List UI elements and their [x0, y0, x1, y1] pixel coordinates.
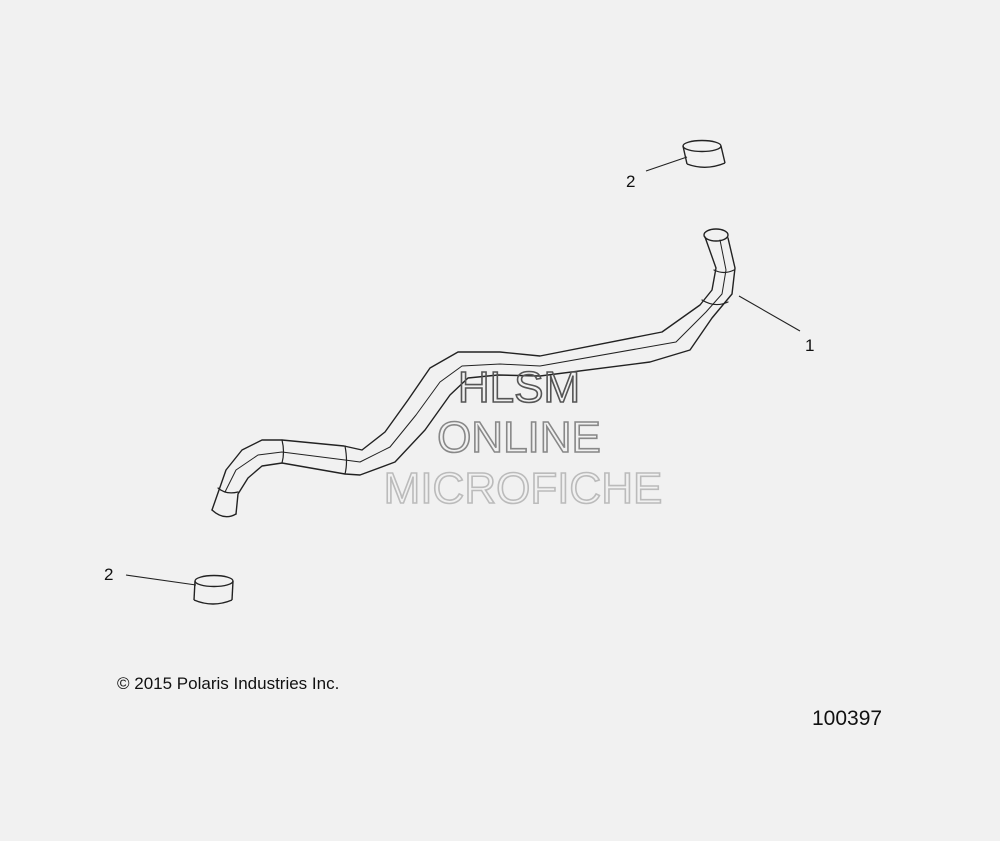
leader-line-clamp-top [645, 156, 688, 172]
callout-clamp-top-label: 2 [626, 172, 635, 191]
clamp-top-part [682, 139, 726, 168]
leader-line-clamp-bottom [125, 574, 197, 586]
watermark-line-3: MICROFICHE [384, 464, 663, 513]
watermark-line-2: ONLINE [437, 413, 601, 462]
drawing-number: 100397 [812, 707, 883, 730]
copyright-text: © 2015 Polaris Industries Inc. [117, 674, 340, 693]
hose-part [211, 228, 736, 518]
watermark: HLSM ONLINE MICROFICHE [383, 362, 663, 514]
callout-hose-label: 1 [805, 336, 814, 355]
callout-clamp-bottom-label: 2 [104, 565, 113, 584]
watermark-line-1: HLSM [458, 363, 580, 412]
clamp-bottom-part [193, 574, 234, 605]
leader-line-hose [738, 295, 801, 332]
